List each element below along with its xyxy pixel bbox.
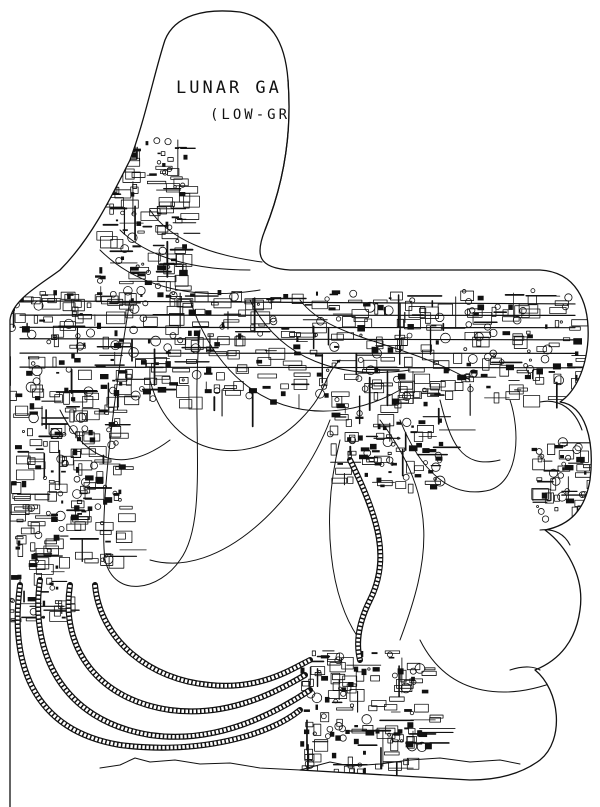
cable-bundle bbox=[59, 229, 561, 693]
drawing-title: LUNAR GA (LOW-GRA bbox=[176, 60, 319, 231]
braided-hoses bbox=[14, 457, 384, 751]
hand-outline bbox=[9, 10, 592, 807]
machinery-cluster bbox=[10, 137, 592, 799]
title-line-2: (LOW-GRA bbox=[210, 107, 301, 123]
title-line-1: LUNAR GA bbox=[176, 78, 282, 98]
ground-line bbox=[99, 757, 521, 771]
